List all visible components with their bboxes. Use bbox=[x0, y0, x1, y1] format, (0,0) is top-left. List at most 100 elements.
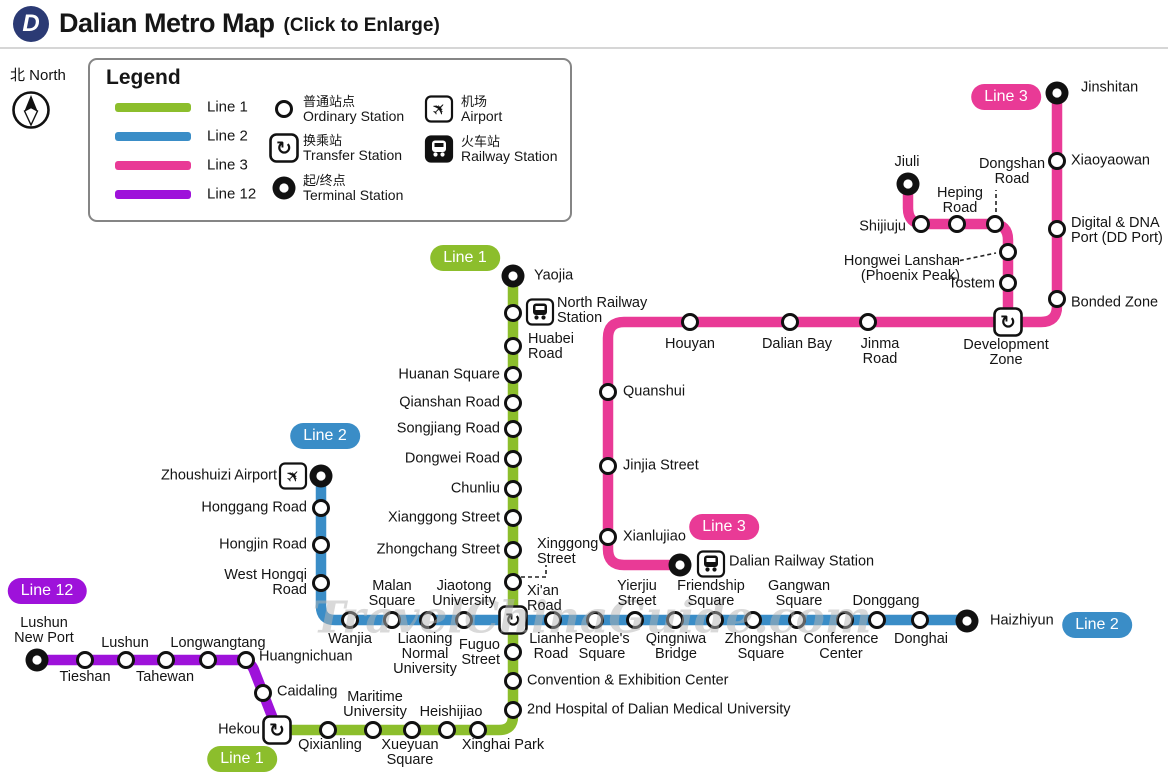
station-fuguo-street bbox=[504, 643, 522, 661]
station-zhongshan-square bbox=[744, 611, 762, 629]
station-xinggong-street bbox=[504, 573, 522, 591]
legend-railway-icon bbox=[424, 135, 454, 163]
label-leader-line bbox=[521, 565, 547, 578]
station-hongjin-road bbox=[312, 536, 330, 554]
station-lushun-new-port bbox=[25, 648, 49, 672]
svg-text:↻: ↻ bbox=[505, 610, 521, 632]
station-yierjiu-street bbox=[626, 611, 644, 629]
station-xi-an-road: ↻ bbox=[498, 605, 528, 635]
legend-line-label-line-2: Line 2 bbox=[207, 127, 248, 145]
legend-ordinary-icon bbox=[275, 100, 293, 118]
station-dongshan-road bbox=[986, 215, 1004, 233]
station-jinjia-street bbox=[599, 457, 617, 475]
station-jiuli bbox=[896, 172, 920, 196]
station-xianggong-street bbox=[504, 509, 522, 527]
station-tieshan bbox=[76, 651, 94, 669]
line-badge-line-12: Line 12 bbox=[7, 578, 87, 604]
legend-airport-icon: ✈ bbox=[424, 95, 454, 123]
station-jiaotong-university bbox=[455, 611, 473, 629]
station-xueyuan-square bbox=[403, 721, 421, 739]
station-quanshui bbox=[599, 383, 617, 401]
station-zhoushuizi-airport: ✈ bbox=[278, 462, 333, 490]
station-qingniwa-bridge bbox=[666, 611, 684, 629]
station-tahewan bbox=[157, 651, 175, 669]
station-2nd-hospital-of-dalian-medical-university bbox=[504, 701, 522, 719]
watermark: TravelChinaGuide.com bbox=[312, 592, 872, 644]
dalian-metro-logo-icon: D bbox=[13, 5, 49, 42]
station-donghai bbox=[911, 611, 929, 629]
station-development-zone: ↻ bbox=[993, 307, 1023, 337]
north-indicator: 北 North bbox=[8, 64, 66, 138]
line-badge-line-3: Line 3 bbox=[971, 84, 1041, 110]
station-dongwei-road bbox=[504, 450, 522, 468]
station-xinghai-park bbox=[469, 721, 487, 739]
svg-text:↻: ↻ bbox=[269, 720, 285, 742]
train-icon bbox=[696, 550, 726, 578]
svg-text:↻: ↻ bbox=[276, 138, 292, 160]
line-badge-line-1: Line 1 bbox=[430, 245, 500, 271]
legend-color-bar-line-12 bbox=[115, 190, 191, 199]
svg-text:↻: ↻ bbox=[1000, 312, 1016, 334]
station-maritime-university bbox=[364, 721, 382, 739]
line-badge-line-2: Line 2 bbox=[1062, 612, 1132, 638]
airplane-icon: ✈ bbox=[278, 462, 308, 490]
station-houyan bbox=[681, 313, 699, 331]
station-xiaoyaowan bbox=[1048, 152, 1066, 170]
station-huangnichuan bbox=[237, 651, 255, 669]
station-friendship-square bbox=[706, 611, 724, 629]
station-malan-square bbox=[383, 611, 401, 629]
station-liaoning-normal-university bbox=[419, 611, 437, 629]
station-west-hongqi-road bbox=[312, 574, 330, 592]
station-tostem bbox=[999, 274, 1017, 292]
station-jinma-road bbox=[859, 313, 877, 331]
line-badge-line-2: Line 2 bbox=[290, 423, 360, 449]
line-badge-line-3: Line 3 bbox=[689, 514, 759, 540]
airplane-icon: ✈ bbox=[424, 95, 454, 123]
station-gangwan-square bbox=[788, 611, 806, 629]
station-wanjia bbox=[341, 611, 359, 629]
page-title: Dalian Metro Map bbox=[59, 8, 275, 38]
station-digital-dna-port-dd-port bbox=[1048, 220, 1066, 238]
train-icon bbox=[424, 135, 454, 163]
train-icon bbox=[525, 298, 555, 326]
metro-line-line-2 bbox=[315, 470, 973, 626]
station-caidaling bbox=[254, 684, 272, 702]
app-header: D Dalian Metro Map (Click to Enlarge) bbox=[0, 0, 1168, 49]
compass-icon bbox=[12, 91, 50, 129]
station-dalian-railway-station bbox=[668, 550, 726, 578]
north-label: 北 North bbox=[10, 67, 66, 84]
station-people-s-square bbox=[586, 611, 604, 629]
station-dalian-bay bbox=[781, 313, 799, 331]
station-shijiuju bbox=[912, 215, 930, 233]
station-songjiang-road bbox=[504, 420, 522, 438]
station-zhongchang-street bbox=[504, 541, 522, 559]
station-heping-road bbox=[948, 215, 966, 233]
station-heishijiao bbox=[438, 721, 456, 739]
station-chunliu bbox=[504, 480, 522, 498]
station-huabei-road bbox=[504, 337, 522, 355]
station-huanan-square bbox=[504, 366, 522, 384]
station-hekou: ↻ bbox=[262, 715, 292, 745]
station-donggang bbox=[868, 611, 886, 629]
station-bonded-zone bbox=[1048, 290, 1066, 308]
legend-terminal-icon bbox=[272, 176, 296, 200]
station-convention-exhibition-center bbox=[504, 672, 522, 690]
station-longwangtang bbox=[199, 651, 217, 669]
station-lushun bbox=[117, 651, 135, 669]
metro-line-line-3-branch bbox=[902, 178, 1014, 328]
station-hongwei-lanshan-phoenix-peak bbox=[999, 243, 1017, 261]
legend-line-label-line-1: Line 1 bbox=[207, 98, 248, 116]
line-badge-line-1: Line 1 bbox=[207, 746, 277, 772]
page-subtitle: (Click to Enlarge) bbox=[283, 14, 440, 36]
metro-line-line-12 bbox=[31, 654, 283, 735]
station-north-railway-station bbox=[504, 298, 555, 326]
station-lianhe-road bbox=[544, 611, 562, 629]
